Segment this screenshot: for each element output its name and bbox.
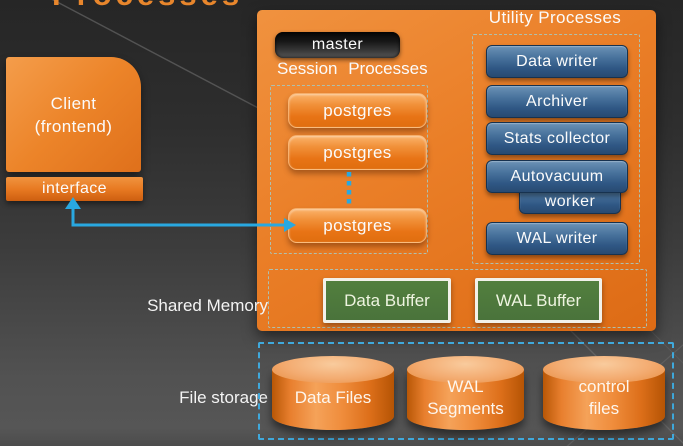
utility-processes-group <box>472 34 640 264</box>
wal-writer-label: WAL writer <box>516 229 598 247</box>
shared-memory-group <box>268 269 647 328</box>
postgres-label: postgres <box>323 215 392 235</box>
autovacuum-label: Autovacuum <box>510 167 604 185</box>
file-storage-group <box>258 342 674 440</box>
master-process-box: master <box>275 32 400 58</box>
client-label-line2: (frontend) <box>34 116 113 136</box>
data-files-label: Data Files <box>294 388 372 407</box>
wal-writer-box: WAL writer <box>486 222 628 255</box>
wal-segments-label-line2: Segments <box>427 399 504 418</box>
stats-collector-label: Stats collector <box>503 129 611 147</box>
cylinder-top-ellipse <box>407 356 524 383</box>
postgres-process-box: postgres <box>288 93 427 128</box>
archiver-box: Archiver <box>486 85 628 118</box>
data-writer-label: Data writer <box>516 52 598 70</box>
master-label: master <box>311 36 364 53</box>
shared-memory-label: Shared Memory <box>147 296 268 315</box>
wal-segments-cylinder: WAL Segments <box>407 356 524 430</box>
cylinder-top-ellipse <box>272 356 394 383</box>
data-buffer-label: Data Buffer <box>344 290 430 310</box>
data-writer-box: Data writer <box>486 45 628 78</box>
postgres-label: postgres <box>323 100 392 120</box>
file-storage-label: File storage <box>179 388 268 407</box>
clipped-slide-title: Processes <box>52 0 243 13</box>
interface-label: interface <box>42 180 107 197</box>
client-label-line1: Client <box>50 93 97 113</box>
control-files-label-line1: control <box>578 377 630 396</box>
interface-box: interface <box>6 177 143 201</box>
cylinder-top-ellipse <box>543 356 665 383</box>
autovacuum-box: Autovacuum <box>486 160 628 193</box>
data-files-cylinder: Data Files <box>272 356 394 430</box>
session-processes-group <box>270 85 428 254</box>
worker-label: worker <box>544 193 596 210</box>
data-buffer-box: Data Buffer <box>323 278 451 323</box>
stats-collector-box: Stats collector <box>486 122 628 155</box>
control-files-label-line2: files <box>588 399 620 418</box>
wal-segments-label-line1: WAL <box>447 377 484 396</box>
client-frontend-box: Client (frontend) <box>6 57 141 172</box>
postgres-process-box: postgres <box>288 135 427 170</box>
session-processes-title: Session Processes <box>277 59 428 78</box>
wal-buffer-box: WAL Buffer <box>475 278 602 323</box>
postgres-label: postgres <box>323 142 392 162</box>
control-files-cylinder: control files <box>543 356 665 430</box>
wal-buffer-label: WAL Buffer <box>495 290 582 310</box>
postgres-process-box: postgres <box>288 208 427 243</box>
archiver-label: Archiver <box>526 92 588 110</box>
utility-processes-title: Utility Processes <box>488 8 622 27</box>
